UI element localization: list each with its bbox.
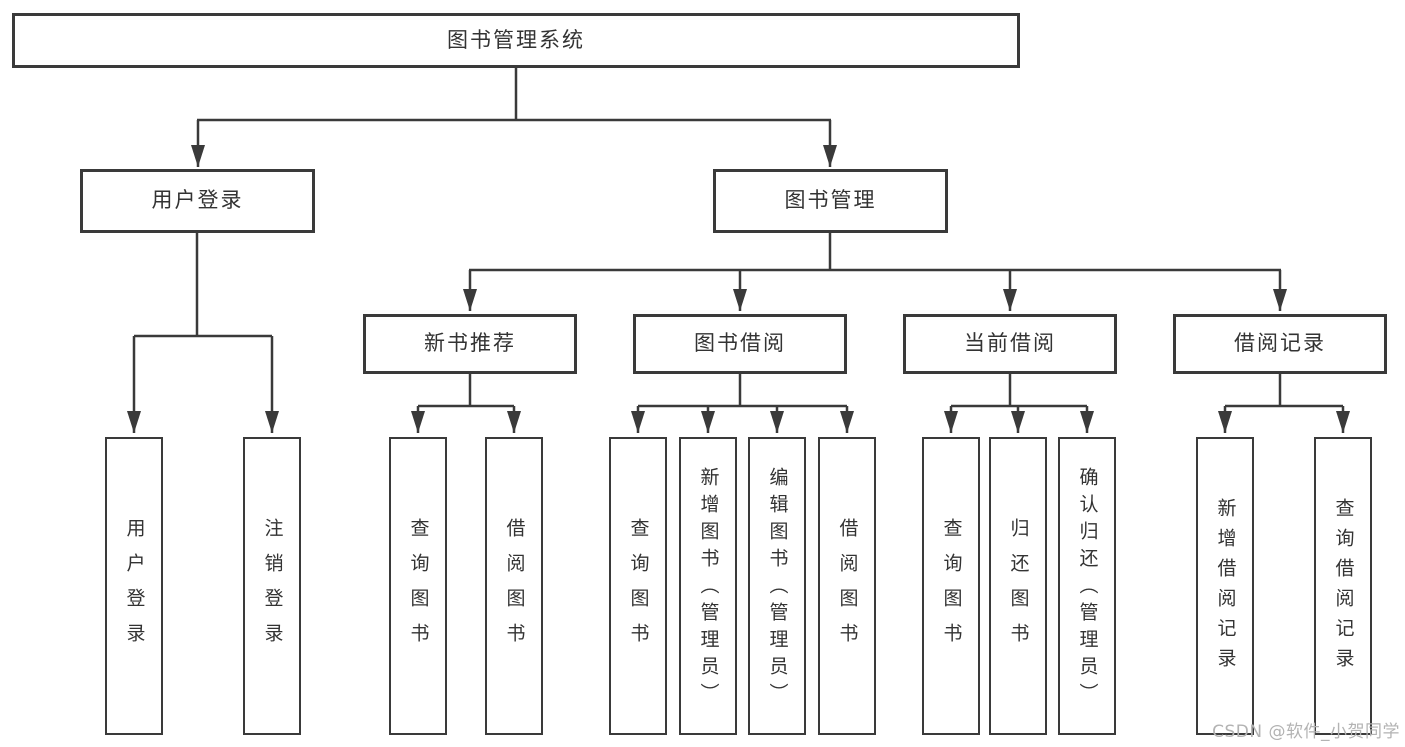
edge-book-borrow-trunk [638,374,847,408]
node-leaf-query-book-borrow: 查询图书 [609,437,667,735]
edge-user-login-trunk [134,233,272,338]
edge-new-book-rec-trunk [418,374,514,408]
csdn-watermark: CSDN @软件_小贺同学 [1212,722,1400,742]
node-leaf-user-login: 用户登录 [105,437,163,735]
node-leaf-edit-book: 编辑图书（管理员） [748,437,806,735]
node-leaf-return-book: 归还图书 [989,437,1047,735]
node-current-borrow: 当前借阅 [903,314,1117,374]
node-leaf-query-book-current: 查询图书 [922,437,980,735]
node-leaf-add-book: 新增图书（管理员） [679,437,737,735]
node-user-login: 用户登录 [80,169,315,233]
node-root: 图书管理系统 [12,13,1020,68]
edge-book-mgmt-trunk [469,233,1281,272]
node-book-mgmt: 图书管理 [713,169,948,233]
node-borrow-records: 借阅记录 [1173,314,1387,374]
node-leaf-confirm-return: 确认归还（管理员） [1058,437,1116,735]
node-book-borrow: 图书借阅 [633,314,847,374]
edge-current-borrow-trunk [951,374,1087,408]
node-leaf-borrow-book-rec: 借阅图书 [485,437,543,735]
node-new-book-rec: 新书推荐 [363,314,577,374]
node-leaf-logout: 注销登录 [243,437,301,735]
node-leaf-query-book-rec: 查询图书 [389,437,447,735]
node-leaf-query-borrow-record: 查询借阅记录 [1314,437,1372,735]
node-leaf-add-borrow-record: 新增借阅记录 [1196,437,1254,735]
node-leaf-borrow-book-borrow: 借阅图书 [818,437,876,735]
edge-root-trunk [197,68,831,122]
edge-borrow-records-trunk [1225,374,1343,408]
